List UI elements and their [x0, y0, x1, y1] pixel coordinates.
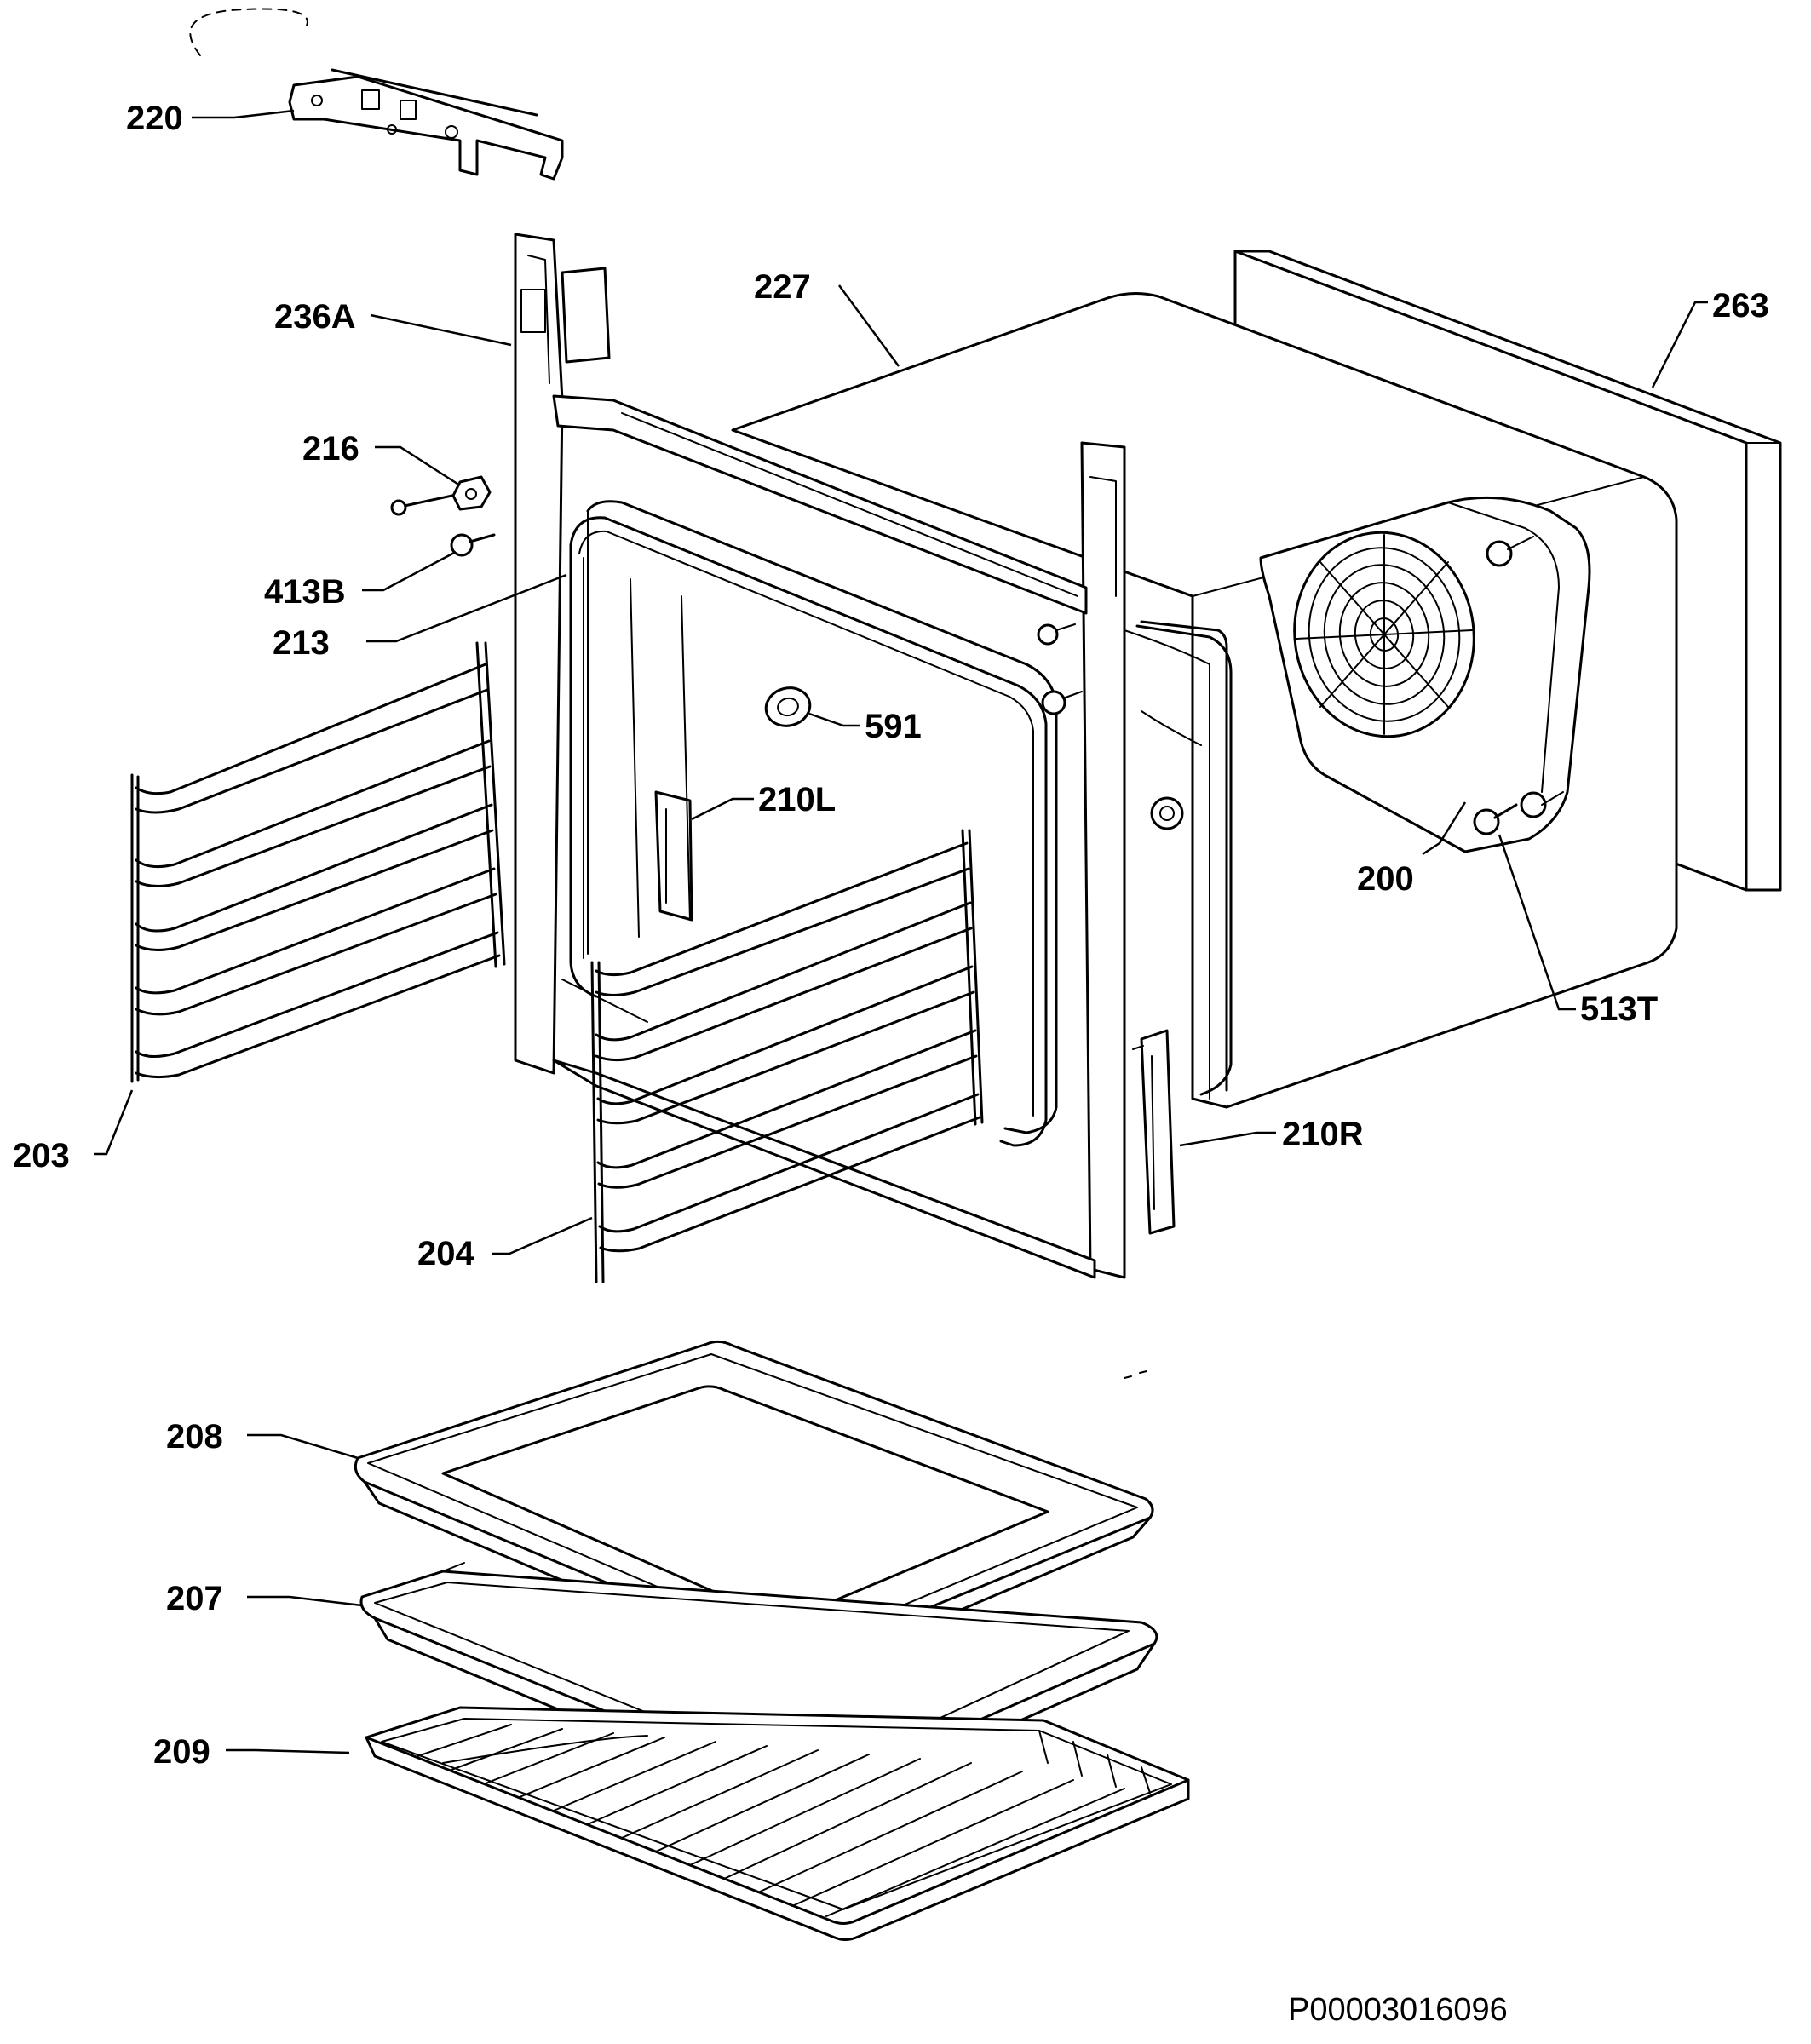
label-236A: 236A: [274, 298, 356, 336]
part-213-door-seal: [569, 516, 1048, 1147]
label-220: 220: [126, 100, 183, 137]
part-513T-screw: [1473, 803, 1518, 835]
label-213: 213: [273, 624, 330, 662]
front-frame-screws: [1037, 623, 1083, 715]
label-413B: 413B: [264, 573, 346, 611]
leader-lines: [94, 109, 1708, 1754]
part-236A-front-frame: [514, 233, 1126, 1279]
label-204: 204: [417, 1235, 474, 1272]
part-220-top-bracket: [189, 8, 564, 181]
label-210R: 210R: [1282, 1116, 1364, 1153]
part-209-wire-grid: [365, 1706, 1190, 1941]
part-203-left-shelf-support: [130, 641, 506, 1083]
stray-marks: [1124, 1370, 1147, 1379]
grid-bars: [417, 1724, 1151, 1917]
label-263: 263: [1712, 287, 1769, 324]
label-513T: 513T: [1580, 990, 1658, 1028]
label-207: 207: [166, 1580, 223, 1617]
label-209: 209: [153, 1733, 210, 1771]
label-227: 227: [754, 268, 811, 306]
part-204-right-shelf-support: [590, 829, 984, 1283]
label-210L: 210L: [758, 781, 836, 818]
part-216-screw-nut: [390, 475, 492, 516]
document-code: P00003016096: [1288, 1992, 1508, 2028]
label-200: 200: [1357, 860, 1414, 898]
part-413B-bolt: [450, 533, 496, 557]
label-203: 203: [13, 1137, 70, 1174]
label-216: 216: [302, 430, 359, 468]
label-208: 208: [166, 1418, 223, 1455]
part-200-fan-cover: [1259, 496, 1591, 853]
part-591-grommet: [764, 686, 812, 727]
fan-grille: [1293, 531, 1475, 738]
part-labels: 220 236A 227 263 216 413B 213 591 210L 2…: [13, 100, 1769, 1771]
label-591: 591: [865, 708, 922, 745]
part-210R-right-rail: [1132, 1029, 1176, 1235]
part-210L-left-rail: [630, 578, 693, 938]
